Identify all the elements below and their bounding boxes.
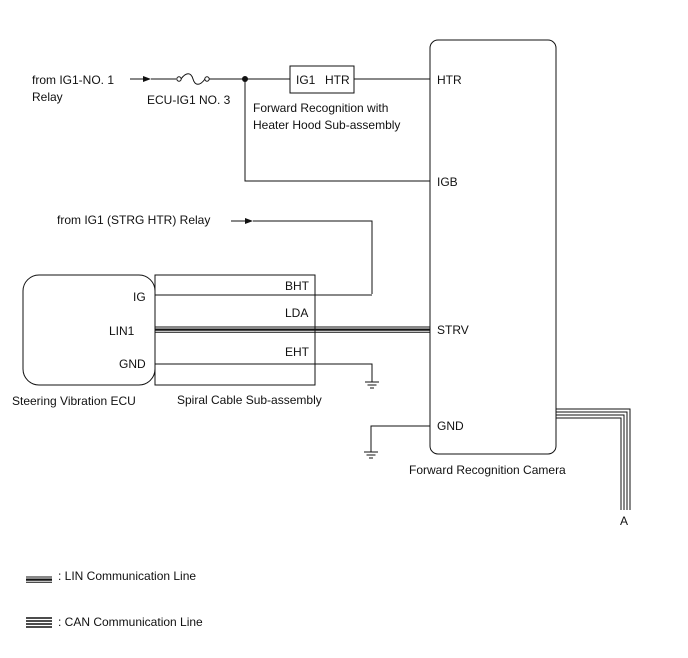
steering-ecu-terminal-lin1: LIN1 (109, 324, 135, 338)
ground-icon (365, 381, 379, 389)
source-ig1-no1-arrow-icon (143, 76, 151, 82)
legend-can-label: : CAN Communication Line (58, 615, 203, 629)
heater-hood-name: Forward Recognition with (253, 101, 388, 115)
source-ig1-no1-label: from IG1-NO. 1 (32, 73, 114, 87)
fuse-label: ECU-IG1 NO. 3 (147, 93, 231, 107)
steering-ecu-terminal-ig: IG (133, 290, 146, 304)
camera-box (429, 39, 557, 455)
spiral-cable-terminal-lda: LDA (285, 306, 308, 320)
ground-icon (364, 451, 378, 459)
camera-terminal-igb: IGB (437, 175, 458, 189)
heater-hood-name-line2: Heater Hood Sub-assembly (253, 118, 400, 132)
source-ig1-no1-label-line2: Relay (32, 90, 63, 104)
spiral-cable-terminal-eht: EHT (285, 345, 310, 359)
lin-communication-line (155, 326, 430, 333)
source-strg-htr-label: from IG1 (STRG HTR) Relay (57, 213, 210, 227)
heater-hood-terminal-ig1: IG1 (296, 73, 316, 87)
legend-lin-line-icon (26, 576, 52, 583)
camera-terminal-gnd: GND (437, 419, 464, 433)
legend-can-line-icon (26, 617, 52, 628)
heater-hood-terminal-htr: HTR (325, 73, 350, 87)
steering-ecu-terminal-gnd: GND (119, 357, 146, 371)
fuse-icon (176, 73, 210, 85)
wire-camera-gnd (370, 425, 430, 452)
heater-hood-box (289, 65, 355, 94)
camera-terminal-strv: STRV (437, 323, 469, 337)
legend-lin-label: : LIN Communication Line (58, 569, 196, 583)
wire-strg-htr-to-bht (253, 220, 373, 294)
spiral-cable-name: Spiral Cable Sub-assembly (177, 393, 322, 407)
steering-ecu-name: Steering Vibration ECU (12, 394, 136, 408)
camera-name: Forward Recognition Camera (409, 463, 566, 477)
wire-junction-to-igb (244, 79, 430, 182)
wire-ecu-gnd (155, 363, 373, 382)
camera-terminal-htr: HTR (437, 73, 462, 87)
connector-a-label: A (620, 514, 628, 528)
source-strg-htr-arrow-icon (245, 218, 253, 224)
can-communication-bundle (556, 408, 631, 510)
spiral-cable-terminal-bht: BHT (285, 279, 310, 293)
